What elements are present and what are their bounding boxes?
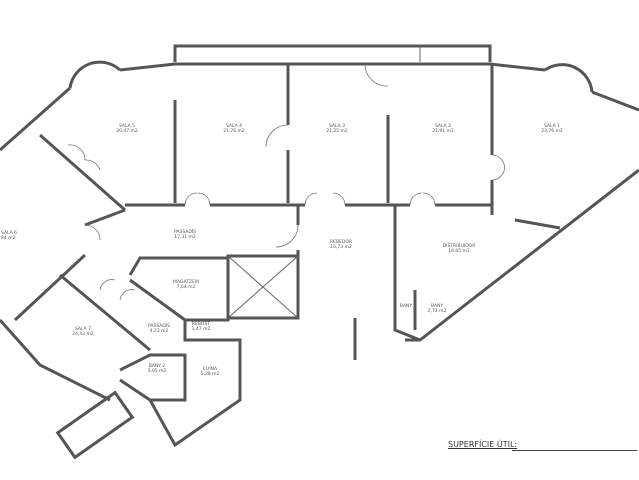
magatzem-wall: [128, 256, 230, 322]
room-area: 84 m2: [1, 236, 16, 241]
room-name: MAGATZEM: [173, 280, 199, 285]
room-name: BANY: [399, 304, 413, 309]
facade-top: [119, 62, 546, 72]
room-area: 14,05 m2: [448, 249, 470, 254]
room-area: 7,64 m2: [176, 285, 196, 290]
corner-balcony-left: [68, 60, 122, 89]
corridor-wall-top-4: [435, 203, 494, 215]
door-sala3: [304, 192, 346, 206]
bathroom-1-wall: [393, 290, 421, 342]
room-name: DISTRIBUIDOR: [442, 244, 476, 249]
superficie-util-line: [512, 450, 637, 451]
room-name: SALA 4: [225, 124, 242, 129]
room-area: 23,76 m2: [541, 129, 563, 134]
room-name: SALA 2: [434, 124, 451, 129]
corner-balcony-right: [544, 63, 594, 93]
room-name: REBEDOR: [329, 240, 353, 245]
facade-left: [0, 86, 71, 152]
room-name: SALA 3: [328, 124, 345, 129]
door-distribuidor: [409, 192, 436, 206]
door-rebedor: [275, 224, 299, 248]
room-name: SALA 6: [1, 231, 18, 236]
room-area: 2,73 m2: [427, 309, 447, 314]
room-area: 21,25 m2: [326, 129, 348, 134]
room-area: 21,76 m2: [223, 129, 245, 134]
room-area: 21,91 m2: [432, 129, 454, 134]
wall-sala5-sala6: [39, 133, 126, 212]
room-label-bany: BANY: [400, 304, 412, 309]
room-name: REBOST: [191, 322, 211, 327]
room-name: PASSADÍS: [147, 324, 171, 329]
room-area: 17,31 m2: [174, 235, 196, 240]
wall-distribuidor-sala1: [514, 218, 561, 230]
facade-right-diagonal: [405, 168, 639, 342]
wall-sala6-sala7: [13, 253, 87, 322]
kitchen-wall: [148, 320, 242, 448]
room-name: BANY 2: [148, 364, 166, 369]
room-area: 16,73 m2: [330, 245, 352, 250]
wall-sala7-passadis: [59, 273, 151, 352]
room-area: 4,23 m2: [149, 329, 169, 334]
room-area: 24,43 m2: [72, 332, 94, 337]
room-area: 1,47 m2: [191, 327, 211, 332]
lift-cross: [227, 255, 299, 319]
room-name: CUINA: [202, 367, 218, 372]
facade-left-lower: [0, 319, 111, 402]
room-name: SALA 5: [118, 124, 135, 129]
door-sala6: [84, 224, 101, 241]
room-name: PASSADÍS: [173, 230, 197, 235]
door-sala5: [67, 144, 101, 171]
door-sala7: [99, 279, 136, 301]
door-sala1: [491, 154, 505, 181]
door-sala4-swing: [265, 124, 289, 148]
room-area: 5,28 m2: [200, 372, 220, 377]
facade-right: [591, 90, 639, 112]
balcony-wall: [173, 44, 492, 62]
room-name: SALA 7: [74, 327, 91, 332]
room-area: 20,47 m2: [116, 129, 138, 134]
rear-balcony: [55, 390, 135, 460]
superficie-util-label: SUPERFÍCIE ÚTIL:: [448, 440, 518, 449]
room-area: 3,05 m2: [147, 369, 167, 374]
bathroom-2-wall: [119, 353, 187, 402]
door-sala3-swing: [364, 63, 389, 87]
corridor-wall-left: [84, 208, 126, 227]
room-name: BANY: [430, 304, 444, 309]
room-name: SALA 1: [543, 124, 560, 129]
door-sala4: [184, 192, 211, 206]
